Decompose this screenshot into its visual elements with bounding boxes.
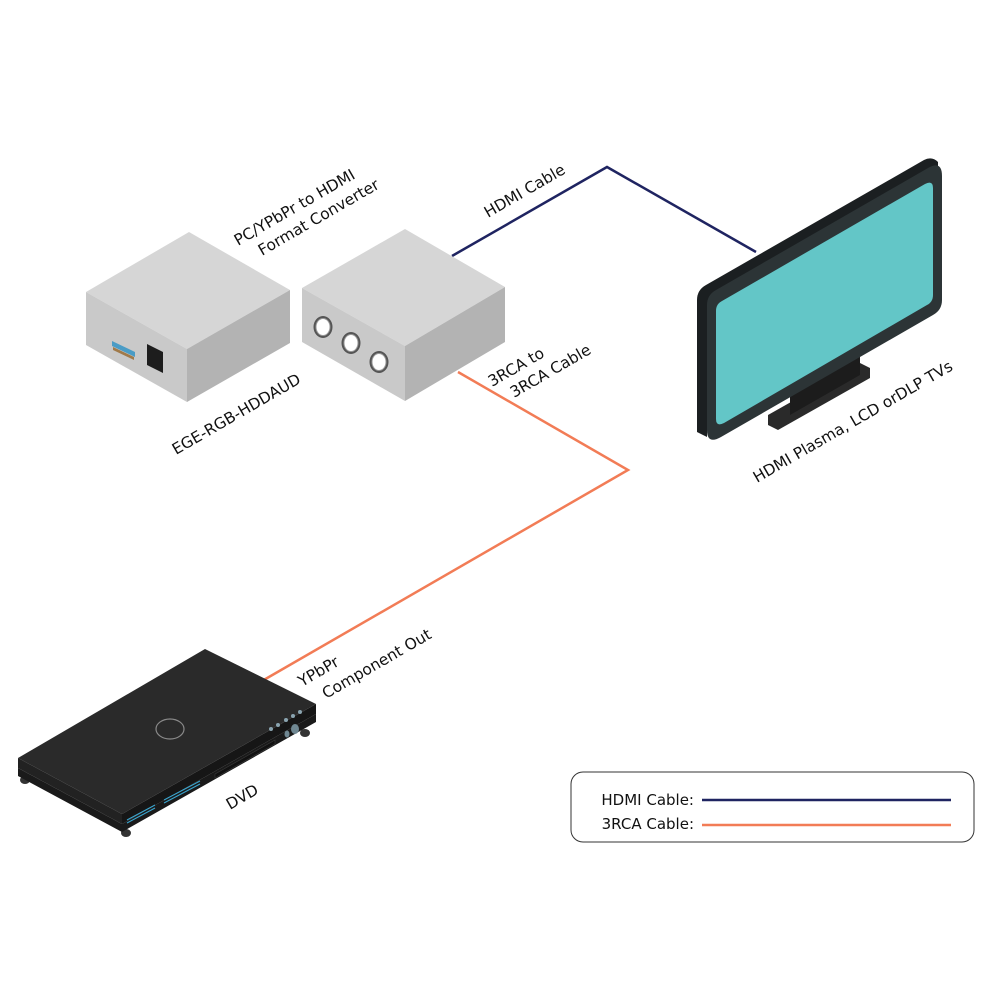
dvd-accent-lights <box>126 780 201 824</box>
legend-rca-label: 3RCA Cable: <box>602 815 694 833</box>
disc-ring-icon <box>155 718 185 740</box>
rca-jack-icon <box>369 351 389 373</box>
converter-box-rca-icon <box>302 229 505 401</box>
dvd-player-icon <box>18 649 316 837</box>
power-port-icon <box>147 344 163 373</box>
hdmi-cable-line <box>451 165 757 258</box>
usb-port-icon <box>112 341 135 360</box>
legend: HDMI Cable: 3RCA Cable: <box>570 771 975 843</box>
dvd-buttons-icon <box>269 710 302 738</box>
rca-cable-line <box>261 370 631 683</box>
tv-icon <box>697 158 942 440</box>
dvd-label: DVD <box>223 781 262 814</box>
legend-hdmi-label: HDMI Cable: <box>601 791 694 809</box>
converter-box-icon <box>86 232 290 402</box>
rca-jack-icon <box>313 316 333 338</box>
hdmi-cable-label: HDMI Cable <box>481 161 568 222</box>
rca-jack-icon <box>341 332 361 354</box>
